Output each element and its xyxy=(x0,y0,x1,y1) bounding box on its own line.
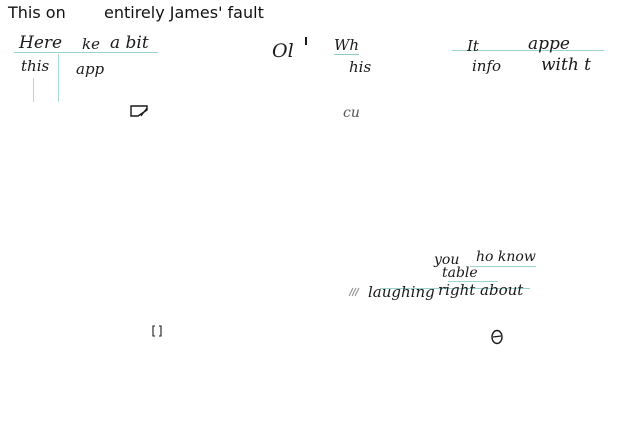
title-strip: This on entirely James' fault xyxy=(0,0,640,24)
guide-line xyxy=(58,54,59,102)
guide-line xyxy=(380,288,530,289)
title-right-text: entirely James' fault xyxy=(104,3,264,22)
guide-line xyxy=(33,78,34,102)
ink-word: ho know xyxy=(476,249,536,265)
ink-word: his xyxy=(349,58,372,76)
ink-mark xyxy=(305,37,307,45)
guide-line xyxy=(448,281,498,282)
ink-word: cu xyxy=(343,105,360,121)
ink-word: appe xyxy=(528,34,570,54)
ink-word: laughing xyxy=(368,283,435,301)
ink-word: you xyxy=(434,252,460,268)
guide-line xyxy=(470,266,536,267)
ink-word: right about xyxy=(438,281,524,299)
ink-word: a bit xyxy=(110,33,149,53)
ink-scribble-icon xyxy=(130,105,148,117)
ink-word: ke xyxy=(82,35,100,53)
ink-word: table xyxy=(442,265,478,281)
ink-circle-mark xyxy=(491,329,503,345)
ink-bracket-mark xyxy=(152,325,162,337)
guide-line xyxy=(452,50,604,51)
ink-word: this xyxy=(21,57,50,75)
ink-word: Here xyxy=(19,33,63,53)
ink-word: It xyxy=(467,37,479,55)
ink-word: with t xyxy=(541,55,592,75)
guide-line xyxy=(14,52,158,53)
title-left-text: This on xyxy=(8,3,66,22)
ink-scribble-icon xyxy=(348,287,360,297)
ink-word: Wh xyxy=(334,36,360,55)
ink-word: info xyxy=(472,57,502,75)
ink-word: Ol xyxy=(272,40,294,62)
ink-word: app xyxy=(76,60,105,78)
